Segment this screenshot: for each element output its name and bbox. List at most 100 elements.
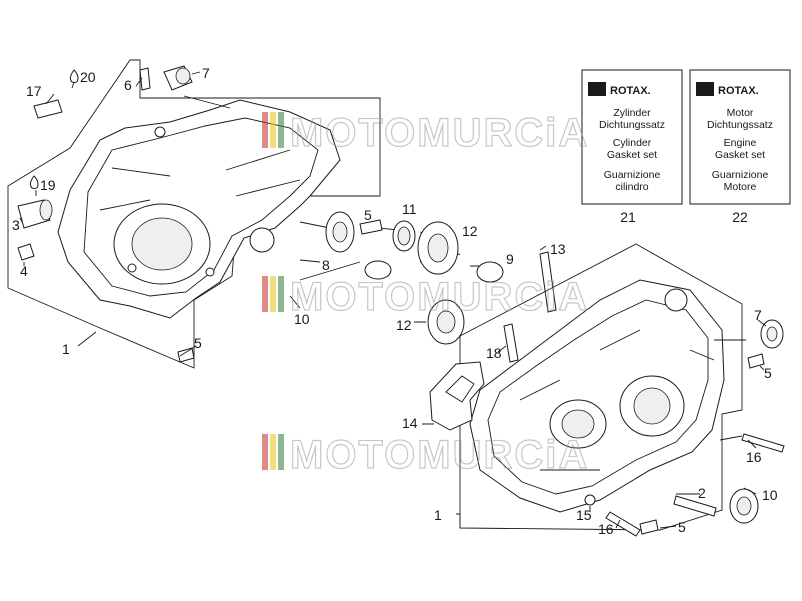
callout-left-plug-3: 3 [12, 217, 20, 233]
callout-bearing-8: 8 [322, 257, 330, 273]
callout-right-pin-2: 2 [698, 485, 706, 501]
kit-card-22-brand: ROTAX. [718, 85, 759, 97]
callout-left-plug-4: 4 [20, 263, 28, 279]
callout-stud-13: 13 [550, 241, 566, 257]
kit-card-22-line-6: Motore [724, 181, 757, 193]
left-case-hole-b [127, 263, 137, 273]
kit-card-22-line-4: Gasket set [715, 149, 765, 161]
callout-right-bolt-16: 16 [746, 449, 762, 465]
left-case-boundary [7, 59, 381, 369]
kit-card-22-line-2: Dichtungssatz [707, 119, 773, 131]
callout-right-seal-7: 7 [754, 307, 762, 323]
bearing-12-low-inner [436, 310, 456, 334]
watermark-bottom-stripe-red [262, 434, 268, 470]
kit-card-22-line-1: Motor [727, 107, 754, 119]
kit-card-21-brand: ROTAX. [610, 85, 651, 97]
watermark-bottom: MOTOMURCiA [262, 432, 589, 478]
watermark-top-stripe-yellow [270, 112, 276, 148]
dowel-5-left-part [177, 347, 195, 363]
callout-right-dowel-5-top: 5 [764, 365, 772, 381]
left-leaders [19, 71, 231, 357]
watermark-middle-stripe-yellow [270, 276, 276, 312]
bearing-10-mid-part [364, 260, 392, 280]
dowel-5-right-top-part [747, 353, 765, 369]
gasket-kit-card-22: ROTAX. Motor Dichtungssatz Engine Gasket… [689, 69, 791, 225]
pin-6-part [139, 67, 151, 91]
left-case-hole-c [205, 267, 215, 277]
drop-20-icon [69, 69, 79, 83]
callout-stud-18: 18 [486, 345, 502, 361]
kit-card-21-logo-mark [588, 82, 606, 96]
right-case-main-inner [633, 387, 671, 425]
callout-dowel-mid-5: 5 [364, 207, 372, 223]
kit-card-22-line-5: Guarnizione [712, 169, 769, 181]
seal-10-right-inner [736, 496, 752, 516]
watermark-top: MOTOMURCiA [262, 110, 588, 156]
callout-bearing-10-mid: 10 [294, 311, 310, 327]
middle-parts-group [289, 211, 557, 363]
right-case-rib [519, 329, 715, 471]
watermark-middle-stripe-green [278, 276, 284, 312]
watermark-middle: MOTOMURCiA [262, 274, 589, 320]
kit-card-21-line-3: Cylinder [613, 137, 652, 149]
left-case-rib [99, 149, 301, 211]
dowel-5-right-bottom-part [639, 519, 659, 535]
kit-card-21-line-5: Guarnizione [604, 169, 661, 181]
callout-left-drop-20: 20 [80, 69, 96, 85]
stud-18-part [503, 323, 519, 363]
watermark-bottom-stripe-yellow [270, 434, 276, 470]
bearing-8-inner [332, 221, 348, 243]
callout-right-dowel-5-bottom: 5 [678, 519, 686, 535]
watermark-bottom-stripe-green [278, 434, 284, 470]
right-case-boss [664, 288, 688, 312]
callout-bearing-12-low: 12 [396, 317, 412, 333]
watermark-bottom-text: MOTOMURCiA [290, 433, 589, 477]
kit-card-21-number: 21 [620, 209, 636, 225]
right-case-bore-inner [561, 409, 595, 439]
gasket-14-inner [445, 375, 475, 403]
kit-card-22-number: 22 [732, 209, 748, 225]
bearing-12-top-inner [427, 233, 449, 263]
callout-gasket-14: 14 [402, 415, 418, 431]
callout-bearing-12-top: 12 [462, 223, 478, 239]
callout-left-case: 1 [62, 341, 70, 357]
left-case-bore-inner [131, 217, 193, 271]
callout-left-drop-19: 19 [40, 177, 56, 193]
right-case-rim [487, 299, 709, 495]
kit-card-22-line-3: Engine [724, 137, 757, 149]
watermark-middle-text: MOTOMURCiA [290, 275, 589, 319]
mid-leader-lines-2 [414, 245, 547, 353]
dowel-5-mid-part [359, 219, 383, 235]
kit-card-21-line-4: Gasket set [607, 149, 657, 161]
bearing-9-part [476, 261, 504, 283]
left-case-boss [249, 227, 275, 253]
gasket-kit-card-21: ROTAX. Zylinder Dichtungssatz Cylinder G… [581, 69, 683, 225]
kit-card-21-line-1: Zylinder [613, 107, 651, 119]
seal-11-inner [397, 226, 411, 246]
callout-left-seal-7: 7 [202, 65, 210, 81]
kit-card-22-logo-mark [696, 82, 714, 96]
fitting-17-part [33, 99, 63, 119]
plug-3-face [39, 199, 53, 221]
callout-left-pin-6: 6 [124, 77, 132, 93]
seal-7-face [175, 67, 191, 85]
washer-15-part [584, 494, 596, 506]
kit-card-21-line-6: cilindro [615, 181, 648, 193]
bolt-16-bottom-part [605, 511, 641, 537]
pin-2-part [673, 495, 717, 517]
right-crankcase [469, 279, 725, 513]
plug-4-part [17, 243, 35, 261]
callout-left-fitting-17: 17 [26, 83, 42, 99]
right-leaders [422, 319, 767, 529]
left-case-rim [83, 117, 319, 297]
right-crankcase-group [422, 243, 785, 537]
callout-seal-11: 11 [402, 201, 417, 217]
left-case-hole-a [154, 126, 166, 138]
callout-right-bolt-16-bottom: 16 [598, 521, 614, 537]
left-crankcase-group [7, 59, 381, 369]
right-case-boundary [459, 243, 743, 531]
watermark-top-stripe-red [262, 112, 268, 148]
watermark-top-stripe-green [278, 112, 284, 148]
callout-right-washer-15: 15 [576, 507, 592, 523]
drop-19-icon [29, 175, 39, 189]
